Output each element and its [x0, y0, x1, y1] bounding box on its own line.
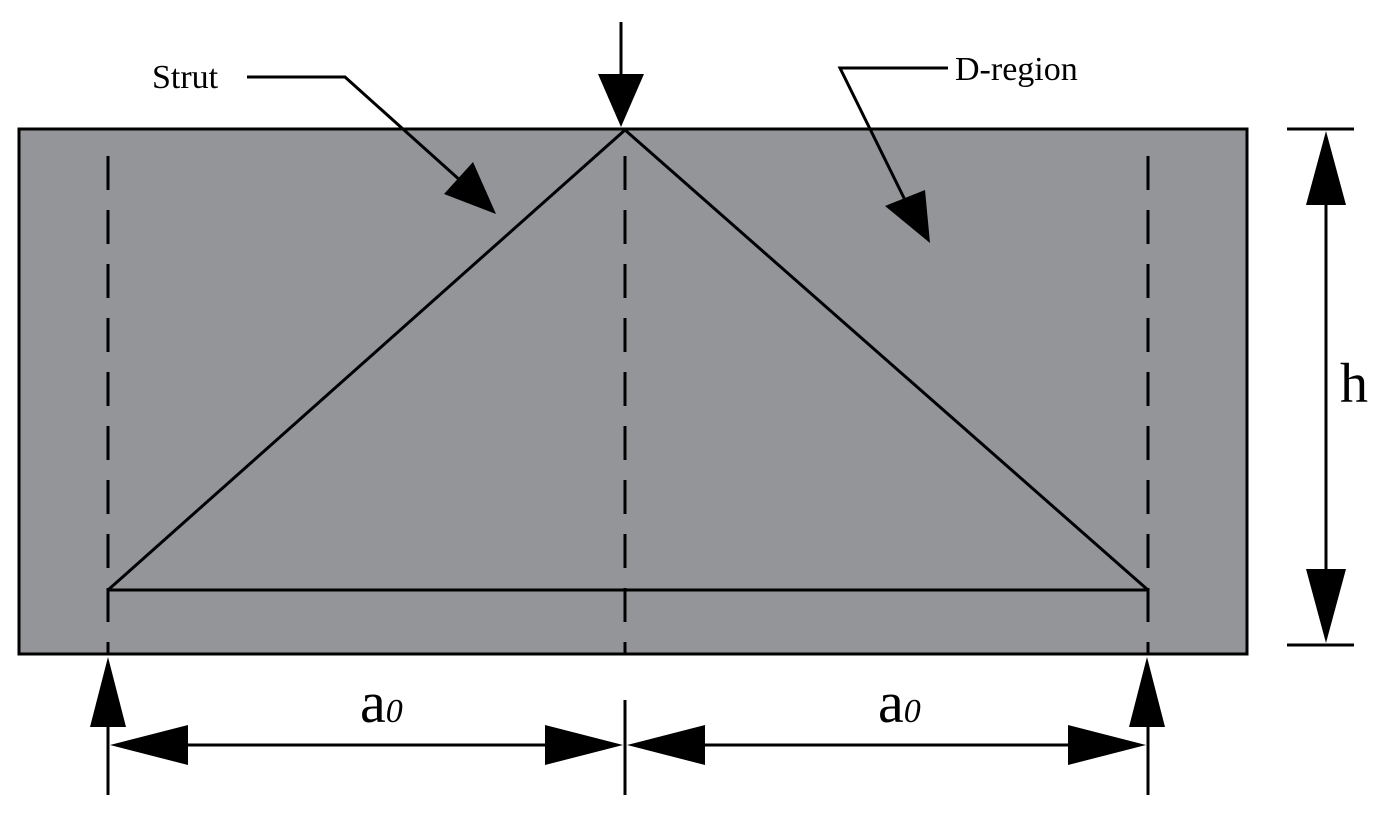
d-region-label: D-region	[955, 51, 1078, 88]
right-reaction-arrow-head	[1129, 657, 1165, 727]
load-arrow-head	[598, 74, 644, 127]
left-strut-line	[107, 128, 626, 592]
strut-leader-line	[247, 75, 464, 184]
left-reaction-arrow-head	[90, 657, 126, 727]
height-label: h	[1340, 353, 1368, 415]
left-span-label: a0	[360, 670, 403, 735]
d-region-leader-line	[837, 66, 948, 201]
left-span-label-main: a	[360, 670, 386, 735]
left-span-arrow-right	[545, 725, 623, 765]
d-region-leader-arrow-head	[885, 190, 930, 243]
right-span-arrow-left	[627, 725, 705, 765]
left-span-arrow-left	[110, 725, 188, 765]
right-span-label: a0	[878, 670, 921, 735]
height-arrow-top	[1306, 131, 1346, 205]
right-span-arrow-right	[1068, 725, 1146, 765]
right-span-label-subscript: 0	[904, 693, 921, 730]
strut-label: Strut	[152, 59, 219, 96]
right-span-label-main: a	[878, 670, 904, 735]
height-arrow-bottom	[1306, 569, 1346, 643]
strut-leader-arrow-head	[444, 162, 496, 214]
right-strut-line	[624, 128, 1149, 592]
beam-body	[17, 127, 1249, 656]
left-span-label-subscript: 0	[386, 693, 403, 730]
